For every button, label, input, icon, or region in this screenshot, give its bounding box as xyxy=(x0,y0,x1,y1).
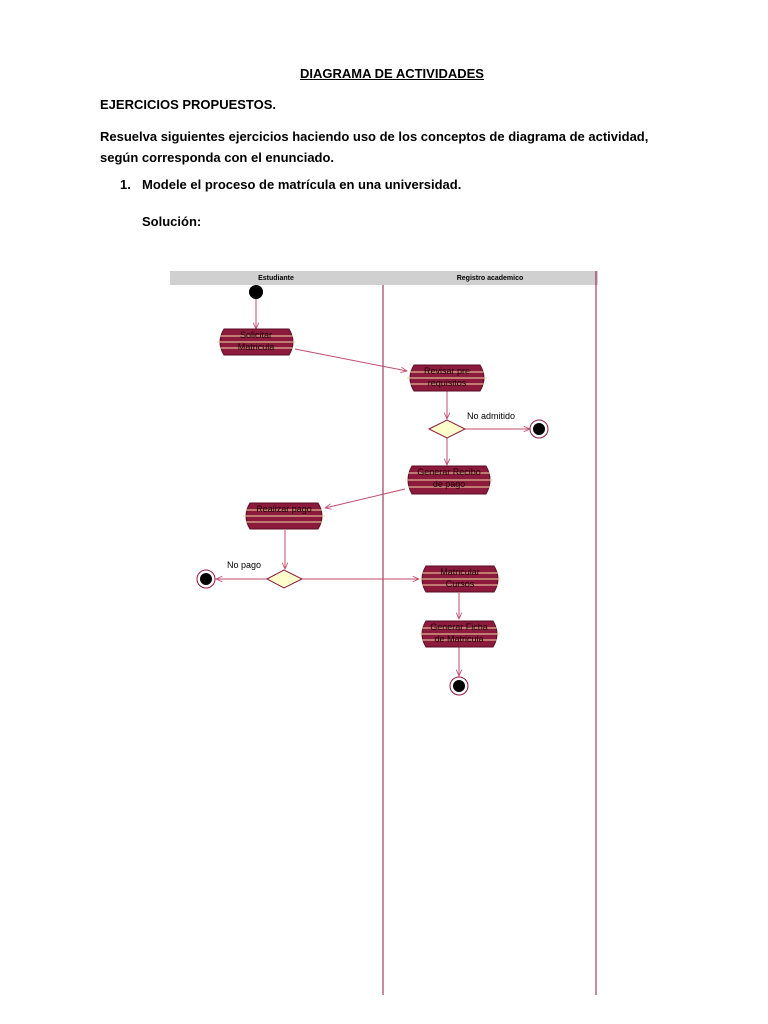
activity-matricular-cursos: Matricular Cursos xyxy=(419,565,501,593)
activity-label-line2: Cursos xyxy=(446,579,475,589)
activity-generar-recibo: Generar Recibo de pago xyxy=(405,465,493,495)
flow-recibo-to-pago xyxy=(325,488,406,508)
exercise-text: Modele el proceso de matrícula en una un… xyxy=(142,177,462,192)
final-node-no-admitido xyxy=(529,419,549,439)
activity-label-line1: Matricular xyxy=(440,567,480,577)
exercise-number: 1. xyxy=(120,177,131,192)
exercise-item: 1. Modele el proceso de matrícula en una … xyxy=(120,177,461,192)
flow-solicitar-to-revisar xyxy=(294,348,407,371)
activity-label-line1: Solicitar xyxy=(240,330,272,340)
activity-realizar-pago: Realizar pago xyxy=(243,502,325,530)
section-heading: EJERCICIOS PROPUESTOS. xyxy=(100,97,277,112)
document-title: DIAGRAMA DE ACTIVIDADES xyxy=(300,66,484,81)
activity-revisar-prerequisitos: Revisar pre requisitos xyxy=(407,364,487,392)
activity-label-line2: de Matricula xyxy=(434,634,483,644)
activity-label-line2: requisitos xyxy=(428,378,467,388)
activity-solicitar-matricula: Solicitar Matricula xyxy=(217,328,296,356)
final-node xyxy=(449,676,469,696)
initial-node xyxy=(249,285,263,299)
decision-pago xyxy=(265,569,304,589)
guard-no-admitido: No admitido xyxy=(467,411,515,421)
activity-label: Realizar pago xyxy=(256,504,312,514)
activity-label-line1: Revisar pre xyxy=(424,366,470,376)
solution-label: Solución: xyxy=(142,214,202,229)
instructions-text: Resuelva siguientes ejercicios haciendo … xyxy=(100,129,649,165)
activity-label-line1: Generar Recibo xyxy=(417,467,481,477)
lane-title-registro: Registro academico xyxy=(457,275,524,282)
activity-label-line1: Generar Ficha xyxy=(430,622,488,632)
final-node-no-pago xyxy=(196,569,216,589)
lane-title-estudiante: Estudiante xyxy=(258,275,294,282)
activity-label-line2: Matricula xyxy=(238,342,275,352)
lane-header-bar xyxy=(170,271,598,285)
guard-no-pago: No pago xyxy=(227,560,261,570)
activity-generar-ficha: Generar Ficha de Matricula xyxy=(419,620,500,648)
decision-admision xyxy=(427,419,467,439)
activity-label-line2: de pago xyxy=(433,479,466,489)
